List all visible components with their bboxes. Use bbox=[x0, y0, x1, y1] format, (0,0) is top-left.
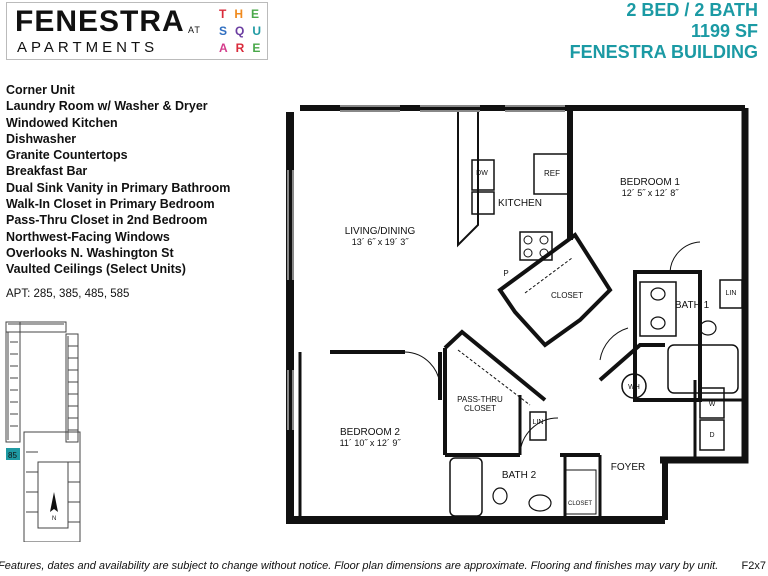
logo-letter: H bbox=[234, 7, 252, 21]
feature-item: Breakfast Bar bbox=[6, 164, 88, 179]
pass-thru-label: PASS-THRU bbox=[457, 395, 503, 404]
logo-letter: U bbox=[252, 24, 270, 38]
feature-item: Windowed Kitchen bbox=[6, 115, 118, 130]
bedroom2-dims: 11´ 10˝ x 12´ 9˝ bbox=[340, 438, 402, 448]
bedroom2-label: BEDROOM 2 bbox=[340, 427, 400, 438]
brand-subtitle: APARTMENTS bbox=[17, 39, 159, 56]
unit-building: FENESTRA BUILDING bbox=[569, 42, 758, 62]
bedroom1-label: BEDROOM 1 bbox=[620, 177, 680, 188]
brand-logo: FENESTRA APARTMENTS AT THE SQU ARE bbox=[6, 2, 268, 60]
bath1-label: BATH 1 bbox=[675, 300, 710, 311]
feature-item: Laundry Room w/ Washer & Dryer bbox=[6, 99, 208, 114]
plan-code: F2x7 bbox=[741, 560, 766, 572]
unit-area: 1199 SF bbox=[690, 21, 758, 41]
the-square-logo: THE SQU ARE bbox=[219, 6, 271, 57]
bedroom1-dims: 12´ 5˝ x 12´ 8˝ bbox=[622, 188, 680, 198]
unit-highlight bbox=[6, 448, 20, 460]
water-heater-label: WH bbox=[628, 384, 640, 391]
brand-at: AT bbox=[188, 25, 201, 35]
feature-item: Pass-Thru Closet in 2nd Bedroom bbox=[6, 213, 208, 228]
logo-letter: Q bbox=[235, 24, 253, 38]
living-room-dims: 13´ 6˝ x 19´ 3˝ bbox=[352, 237, 410, 247]
logo-letter: R bbox=[235, 41, 253, 55]
linen1-label: LIN bbox=[726, 290, 737, 297]
feature-item: Corner Unit bbox=[6, 83, 75, 97]
unit-layout: 2 BED / 2 BATH bbox=[626, 0, 758, 20]
logo-letter: A bbox=[219, 41, 236, 55]
north-label: N bbox=[52, 516, 56, 522]
logo-letter: E bbox=[252, 41, 269, 55]
closet-label: CLOSET bbox=[551, 291, 583, 300]
foyer-label: FOYER bbox=[611, 462, 645, 473]
feature-item: Walk-In Closet in Primary Bedroom bbox=[6, 197, 215, 212]
pass-thru-closet-label: CLOSET bbox=[464, 404, 496, 413]
feature-item: Dual Sink Vanity in Primary Bathroom bbox=[6, 180, 231, 195]
bath2-label: BATH 2 bbox=[502, 470, 537, 481]
feature-item: Vaulted Ceilings (Select Units) bbox=[6, 262, 186, 277]
pantry-label: P bbox=[503, 269, 508, 278]
feature-item: Granite Countertops bbox=[6, 148, 128, 163]
feature-item: Dishwasher bbox=[6, 131, 77, 146]
washer-label: W bbox=[709, 401, 716, 408]
logo-letter: T bbox=[219, 7, 235, 21]
closet2-label: CLOSET bbox=[568, 501, 592, 507]
linen2-label: LIN bbox=[533, 419, 544, 426]
apartment-numbers: APT: 285, 385, 485, 585 bbox=[6, 288, 130, 300]
brand-name: FENESTRA bbox=[15, 5, 185, 38]
dryer-label: D bbox=[709, 432, 714, 439]
logo-letter: E bbox=[251, 7, 268, 21]
disclaimer: Features, dates and availability are sub… bbox=[0, 560, 719, 572]
unit-info: 2 BED / 2 BATH 1199 SF FENESTRA BUILDING bbox=[570, 0, 758, 63]
refrigerator-label: REF bbox=[544, 169, 560, 178]
kitchen-label: KITCHEN bbox=[498, 198, 542, 209]
highlight-label: 85 bbox=[8, 451, 17, 460]
feature-item: Overlooks N. Washington St bbox=[6, 245, 174, 260]
living-room-label: LIVING/DINING bbox=[345, 226, 416, 237]
feature-item: Northwest-Facing Windows bbox=[6, 229, 170, 244]
north-arrow-icon bbox=[50, 492, 58, 512]
dishwasher-label: DW bbox=[476, 170, 488, 177]
building-minimap: 85 N bbox=[5, 321, 81, 542]
features-list: Corner Unit Laundry Room w/ Washer & Dry… bbox=[6, 82, 230, 278]
logo-letter: S bbox=[219, 24, 236, 38]
